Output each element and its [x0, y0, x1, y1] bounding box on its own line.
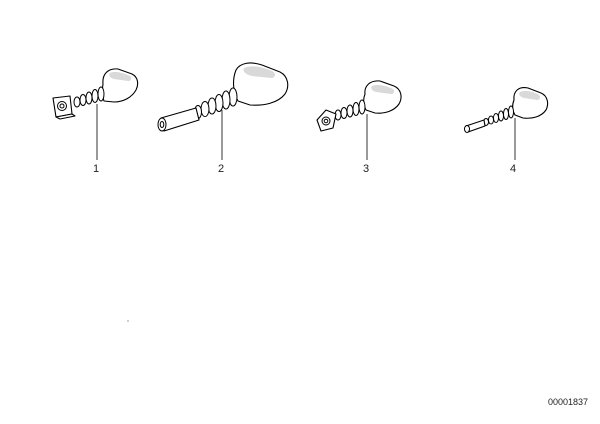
document-id: 00001837 — [548, 397, 588, 407]
callout-2: 2 — [218, 163, 224, 175]
part-2-grommet: 2 — [157, 62, 289, 175]
callout-4: 4 — [510, 163, 516, 175]
part-4-grommet: 4 — [464, 87, 549, 175]
part-1-ribs — [73, 86, 105, 108]
part-3-grommet: 3 — [316, 80, 402, 175]
part-2-ribs — [194, 87, 238, 119]
callout-1: 1 — [93, 163, 99, 175]
part-1-grommet: 1 — [52, 68, 139, 175]
part-4-ribs — [483, 105, 514, 126]
part-3-ribs — [334, 99, 366, 121]
callout-3: 3 — [363, 163, 369, 175]
stray-mark — [127, 320, 129, 322]
